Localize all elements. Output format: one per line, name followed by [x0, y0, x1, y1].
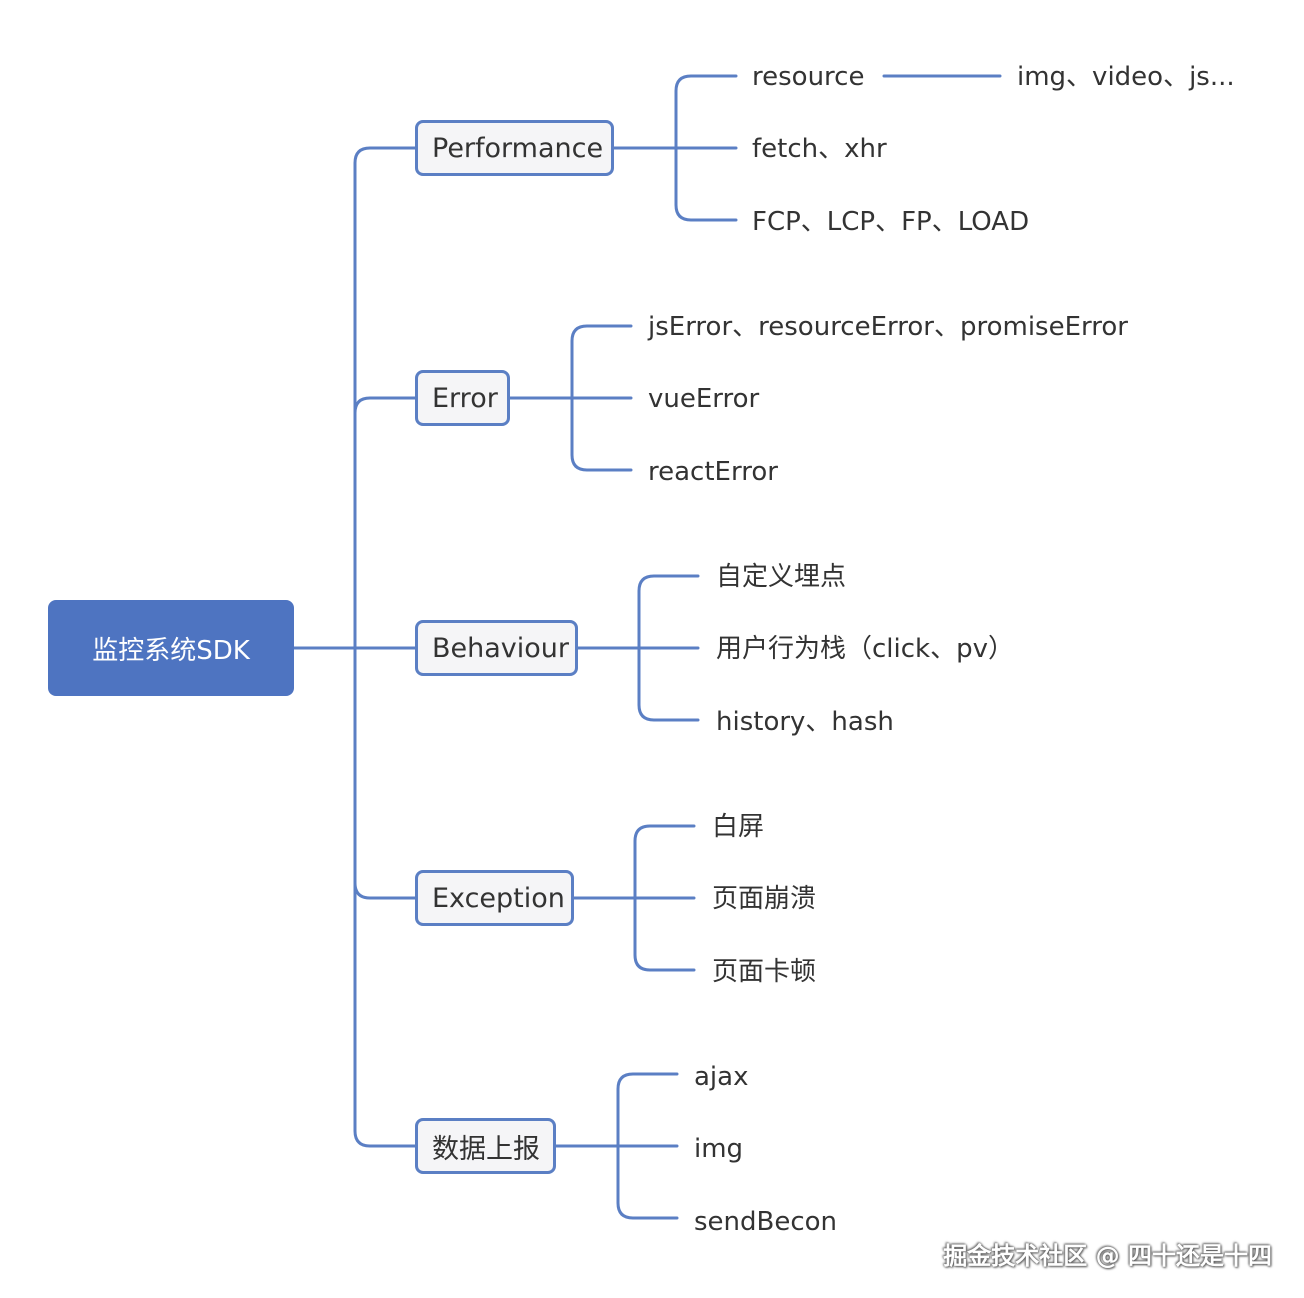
report-bracket: [616, 1072, 679, 1220]
leaf-page-crash: 页面崩溃: [712, 884, 817, 914]
branch-label: 数据上报: [432, 1133, 540, 1165]
branch-error: Error: [415, 370, 510, 426]
exception-bracket: [633, 824, 696, 972]
branch-data-report: 数据上报: [415, 1118, 556, 1174]
performance-bracket: [674, 74, 738, 222]
branch-label: Error: [432, 382, 498, 414]
root-node: 监控系统SDK: [48, 600, 294, 696]
leaf-page-lag: 页面卡顿: [712, 957, 817, 987]
branch-label: Behaviour: [432, 632, 570, 664]
leaf-resource: resource: [752, 62, 865, 92]
leaf-react-error: reactError: [648, 457, 778, 487]
watermark: 掘金技术社区 @ 四十还是十四: [943, 1242, 1272, 1270]
leaf-js-error: jsError、resourceError、promiseError: [648, 312, 1128, 342]
leaf-history-hash: history、hash: [716, 707, 894, 737]
error-bracket: [570, 324, 633, 472]
leaf-fcp-lcp: FCP、LCP、FP、LOAD: [752, 207, 1030, 237]
leaf-resource-sub: img、video、js...: [1017, 62, 1235, 92]
leaf-send-beacon: sendBecon: [694, 1207, 838, 1237]
leaf-white-screen: 白屏: [712, 812, 765, 842]
branch-label: Performance: [432, 132, 604, 164]
branch-exception: Exception: [415, 870, 574, 926]
branch-performance: Performance: [415, 120, 614, 176]
trunk-to-exception: [353, 881, 417, 900]
leaf-fetch-xhr: fetch、xhr: [752, 134, 887, 164]
leaf-custom-tracking: 自定义埋点: [716, 562, 847, 592]
branch-behaviour: Behaviour: [415, 620, 578, 676]
leaf-img: img: [694, 1134, 744, 1164]
behaviour-bracket: [637, 574, 700, 722]
trunk-to-error: [353, 396, 417, 415]
branch-label: Exception: [432, 882, 565, 914]
leaf-vue-error: vueError: [648, 384, 760, 414]
leaf-ajax: ajax: [694, 1062, 749, 1092]
leaf-behavior-stack: 用户行为栈（click、pv）: [716, 634, 1014, 664]
